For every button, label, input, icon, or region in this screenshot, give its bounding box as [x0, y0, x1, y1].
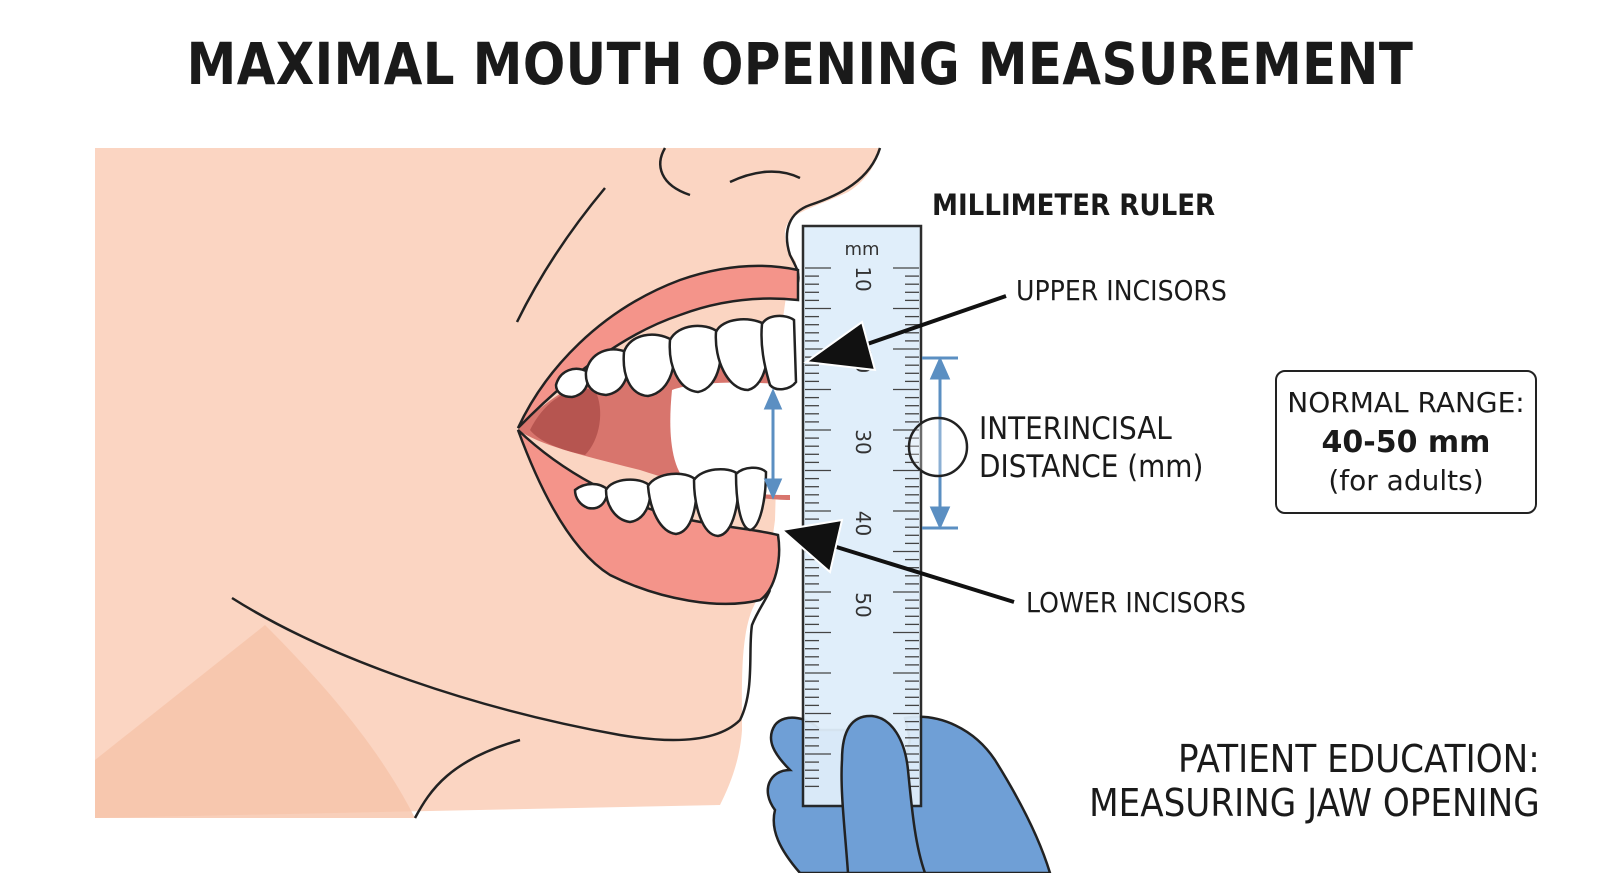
distance-label-line1: INTERINCISAL	[979, 411, 1172, 447]
ruler-number: 10	[851, 266, 875, 291]
normal-range-box: NORMAL RANGE: 40-50 mm (for adults)	[1275, 370, 1537, 514]
normal-range-note: (for adults)	[1328, 464, 1484, 497]
upper-incisors-pointer	[803, 294, 1007, 372]
ruler-unit-label: mm	[844, 239, 879, 260]
lower-teeth	[573, 466, 768, 538]
normal-range-value: 40-50 mm	[1321, 425, 1491, 460]
nose-outline	[659, 147, 691, 197]
cheek-line	[515, 187, 606, 323]
face-skin	[95, 148, 880, 818]
normal-range-heading: NORMAL RANGE:	[1287, 386, 1525, 419]
oral-gap	[670, 382, 790, 495]
thumb	[840, 714, 927, 873]
magnifier-circle	[907, 416, 969, 478]
interincisal-bracket	[922, 356, 958, 530]
ruler-number: 40	[851, 511, 875, 536]
throat-shade	[530, 389, 601, 455]
upper-teeth	[554, 314, 798, 399]
nostril-line	[729, 170, 801, 184]
distance-label-line2: DISTANCE (mm)	[979, 449, 1204, 485]
jaw-line	[231, 589, 772, 742]
upper-incisors-label: UPPER INCISORS	[1016, 274, 1227, 307]
ruler-label: MILLIMETER RULER	[932, 188, 1216, 222]
neck-line	[413, 738, 521, 819]
education-caption: PATIENT EDUCATION: MEASURING JAW OPENING	[1089, 737, 1540, 825]
page-title: MAXIMAL MOUTH OPENING MEASUREMENT	[186, 30, 1414, 98]
education-line1: PATIENT EDUCATION:	[1178, 737, 1540, 781]
neck-shadow	[95, 625, 415, 818]
opening-arrow	[763, 388, 783, 500]
lower-incisors-pointer	[779, 518, 1015, 604]
nose-tip-line	[785, 147, 882, 283]
upper-lip	[516, 264, 800, 429]
ruler-number: 30	[851, 429, 875, 454]
education-line2: MEASURING JAW OPENING	[1089, 781, 1540, 825]
lower-incisors-label: LOWER INCISORS	[1026, 586, 1246, 619]
ruler-ticks	[805, 267, 919, 788]
ruler-number: 50	[851, 592, 875, 617]
interincisal-distance-label: INTERINCISAL DISTANCE (mm)	[979, 410, 1203, 486]
